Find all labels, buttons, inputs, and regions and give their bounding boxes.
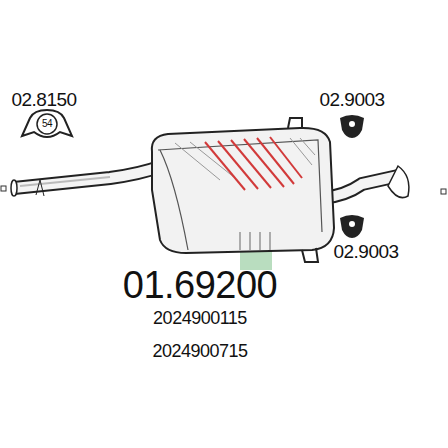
main-part-number: 01.69200 [123, 266, 278, 304]
oe-number: 2024900115 [153, 309, 247, 327]
part-number: 02.8150 [11, 90, 76, 109]
clamp-diameter: 54 [42, 119, 52, 129]
oe-number: 2024900715 [152, 342, 247, 360]
part-number: 02.9003 [319, 90, 384, 109]
part-number: 02.9003 [333, 242, 398, 261]
